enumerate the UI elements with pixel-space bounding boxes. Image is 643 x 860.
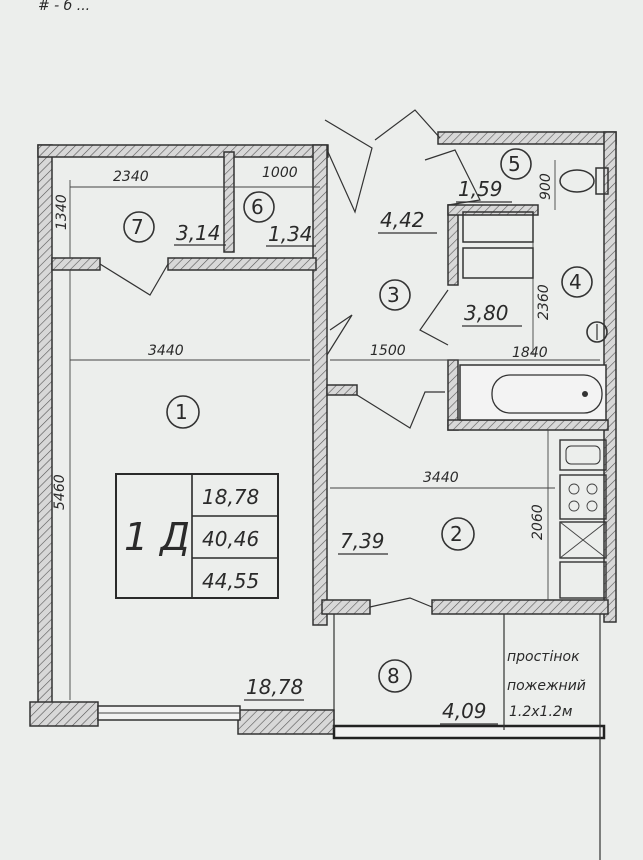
dimension-lines	[69, 160, 600, 700]
toilet-icon	[559, 169, 595, 193]
room-8: 8 4,09	[378, 659, 498, 725]
room-number: 5	[508, 152, 521, 176]
dim-2060: 2060	[530, 504, 546, 540]
walls	[29, 131, 617, 735]
note-line1: простінок	[507, 649, 580, 665]
note-line2: пожежний	[507, 678, 586, 694]
room-number: 3	[387, 283, 400, 307]
room-6: 6 1,34	[243, 191, 316, 247]
apartment-type: 1 Д	[124, 515, 190, 559]
room-5: 5 1,59	[456, 148, 532, 203]
room-area: 1,59	[458, 177, 503, 201]
living-area: 18,78	[202, 485, 259, 509]
room-area: 4,42	[380, 208, 425, 232]
room-1: 1 18,78	[166, 395, 304, 701]
room-number: 2	[450, 522, 463, 546]
room-number: 6	[251, 195, 264, 219]
dim-1500: 1500	[370, 343, 406, 359]
sink-icon	[586, 321, 608, 343]
room-number: 7	[131, 215, 144, 239]
washer-icon	[462, 211, 534, 243]
dim-3440-top: 3440	[148, 343, 184, 359]
fixtures	[459, 167, 609, 599]
room-7: 7 3,14	[123, 211, 226, 246]
dim-5460: 5460	[52, 474, 68, 510]
dim-2340: 2340	[113, 169, 149, 185]
room-number: 8	[387, 664, 400, 688]
dim-1340: 1340	[54, 194, 70, 230]
fridge-icon	[559, 521, 607, 559]
room-2: 2 7,39	[338, 517, 475, 555]
room-number: 4	[569, 270, 582, 294]
apartment-info-box: 1 Д 18,78 40,46 44,55	[115, 473, 279, 599]
room-area: 3,80	[464, 301, 509, 325]
bathtub-icon	[459, 364, 607, 421]
windows	[97, 614, 606, 860]
dim-2360: 2360	[536, 284, 552, 320]
kitchen-sink-icon	[559, 439, 607, 471]
room-area: 18,78	[246, 675, 303, 699]
dim-900: 900	[538, 173, 554, 200]
room-number: 1	[175, 400, 188, 424]
room-3: 4,42 3	[378, 208, 437, 311]
room-4: 4 3,80	[462, 266, 593, 327]
fire-wall-note: простінок пожежний 1.2х1.2м	[507, 649, 586, 720]
note-line3: 1.2х1.2м	[509, 704, 573, 720]
header-fragment: # - б ...	[38, 0, 90, 14]
dim-1000: 1000	[262, 165, 298, 181]
total-with-balcony: 44,55	[202, 569, 259, 593]
room-area: 1,34	[268, 222, 313, 246]
dim-3440-kitchen: 3440	[423, 470, 459, 486]
room-area: 4,09	[442, 699, 487, 723]
room-area: 3,14	[176, 221, 221, 245]
room-area: 7,39	[340, 529, 385, 553]
stove-icon	[559, 474, 607, 520]
total-area: 40,46	[202, 527, 259, 551]
dim-1840: 1840	[512, 345, 548, 361]
counter-icon	[559, 561, 607, 599]
doors	[99, 109, 481, 608]
